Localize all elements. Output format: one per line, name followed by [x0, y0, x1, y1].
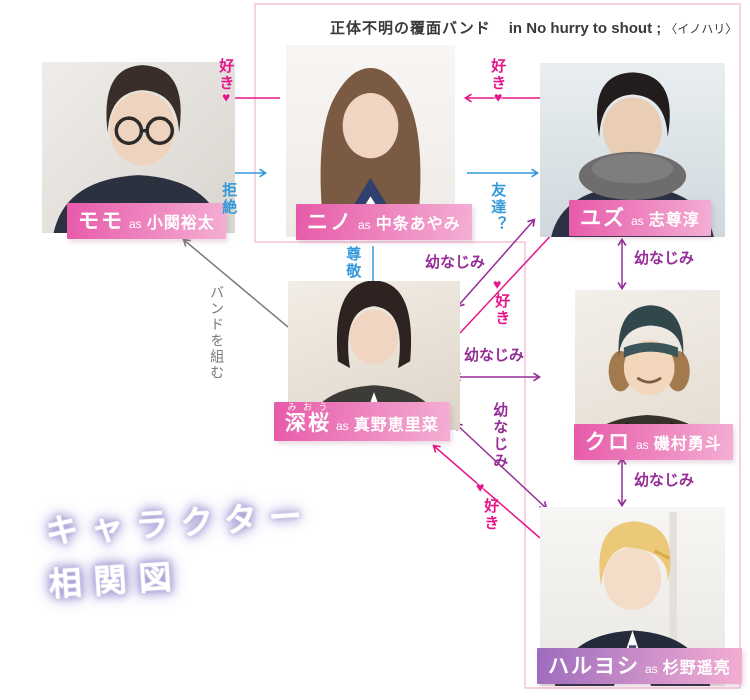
haruyoshi-actor-name: 杉野遥亮	[662, 660, 731, 677]
mio-furigana: みおう	[285, 402, 331, 412]
rel-label-mio-haruyoshi-osananajimi: 幼なじみ	[491, 402, 509, 470]
momo-char-name: モモ	[78, 210, 124, 233]
heart-icon: ♥	[222, 89, 231, 105]
kuro-char-name: クロ	[585, 431, 631, 454]
mio-actor-name: 真野恵里菜	[353, 417, 439, 434]
kuro-actor-name: 磯村勇斗	[653, 436, 722, 453]
heart-icon: ♥	[494, 89, 503, 105]
mio-as: as	[336, 419, 349, 433]
momo-actor-name: 小関裕太	[146, 215, 215, 232]
rel-label-nino-to-mio-sonkei: 尊敬	[344, 246, 362, 280]
band-nickname: 〈イノハリ〉	[665, 22, 738, 36]
mio-name-label: 深桜みおう as 真野恵里菜	[274, 402, 450, 441]
momo-as: as	[129, 217, 142, 231]
rel-label-nino-to-yuzu-tomodachi: 友達？	[489, 182, 507, 233]
haruyoshi-name-label: ハルヨシ as 杉野遥亮	[537, 648, 742, 684]
rel-label-kuro-haruyoshi-osananajimi: 幼なじみ	[634, 472, 695, 489]
rel-label-mio-yuzu-osananajimi: 幼なじみ	[425, 254, 486, 271]
momo-name-label: モモ as 小関裕太	[67, 203, 226, 239]
nino-as: as	[358, 218, 371, 232]
arrow-mio-to-momo-band	[182, 238, 289, 328]
mio-char-name: 深桜みおう	[285, 402, 331, 435]
rel-label-mio-to-momo-band: バンドを組む	[209, 285, 226, 381]
rel-label-mio-to-yuzu-suki: 好き	[493, 293, 511, 327]
rel-label-yuzu-kuro-osananajimi: 幼なじみ	[634, 250, 695, 267]
heart-icon: ♥	[493, 276, 502, 292]
rel-label-mio-kuro-osananajimi: 幼なじみ	[464, 347, 525, 364]
diagram-title: キャラクター 相関図	[44, 490, 319, 612]
heart-icon: ♥	[476, 479, 485, 495]
band-label: 正体不明の覆面バンド	[330, 20, 491, 37]
yuzu-actor-name: 志尊淳	[648, 212, 700, 229]
nino-name-label: ニノ as 中条あやみ	[296, 204, 472, 240]
yuzu-char-name: ユズ	[580, 207, 626, 230]
nino-actor-name: 中条あやみ	[375, 216, 461, 233]
nino-char-name: ニノ	[307, 211, 353, 234]
rel-label-yuzu-to-nino-suki: 好き	[489, 58, 507, 92]
band-box-header: 正体不明の覆面バンド in No hurry to shout ; 〈イノハリ〉	[330, 17, 737, 38]
momo-glasses	[114, 116, 175, 145]
haruyoshi-as: as	[645, 662, 658, 676]
rel-label-haruyoshi-to-mio-suki: 好き	[482, 498, 500, 532]
kuro-as: as	[636, 438, 649, 452]
band-name: in No hurry to shout ;	[508, 20, 662, 37]
yuzu-as: as	[631, 214, 644, 228]
kuro-name-label: クロ as 磯村勇斗	[574, 424, 733, 460]
rel-label-momo-to-nino-kyozetsu: 拒絶	[220, 182, 238, 216]
haruyoshi-char-name: ハルヨシ	[548, 655, 640, 678]
yuzu-name-label: ユズ as 志尊淳	[569, 200, 711, 236]
rel-label-nino-to-momo-suki: 好き	[217, 58, 235, 92]
